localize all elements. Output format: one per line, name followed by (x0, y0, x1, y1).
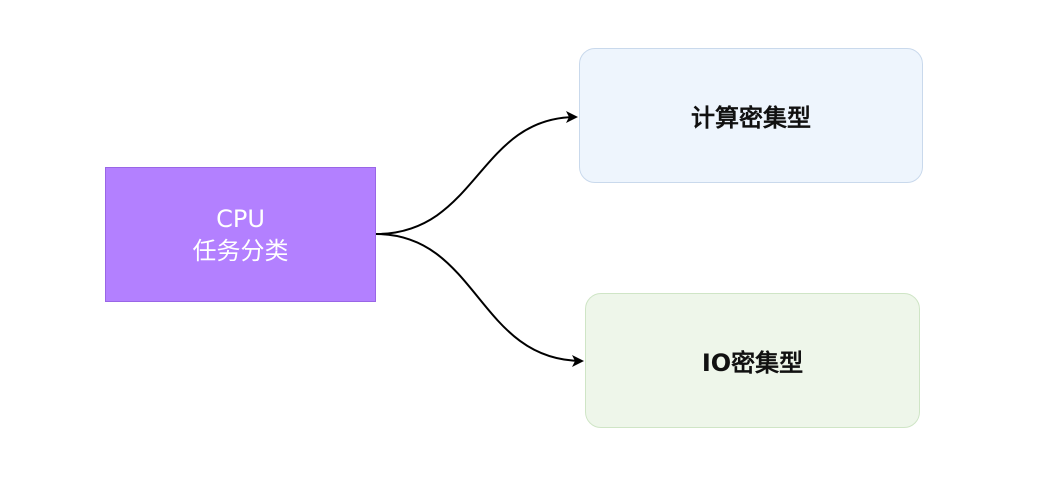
root-node-label-line2: 任务分类 (192, 236, 289, 265)
io-intensive-node: IO密集型 (585, 293, 920, 428)
edge-to-compute (375, 111, 578, 235)
cpu-task-classification-node: CPU 任务分类 (105, 167, 376, 302)
compute-intensive-label: 计算密集型 (691, 104, 811, 132)
root-node-label-line1: CPU (216, 204, 265, 233)
compute-intensive-node: 计算密集型 (579, 48, 923, 183)
io-intensive-label: IO密集型 (701, 349, 804, 377)
edge-to-io (375, 233, 584, 367)
